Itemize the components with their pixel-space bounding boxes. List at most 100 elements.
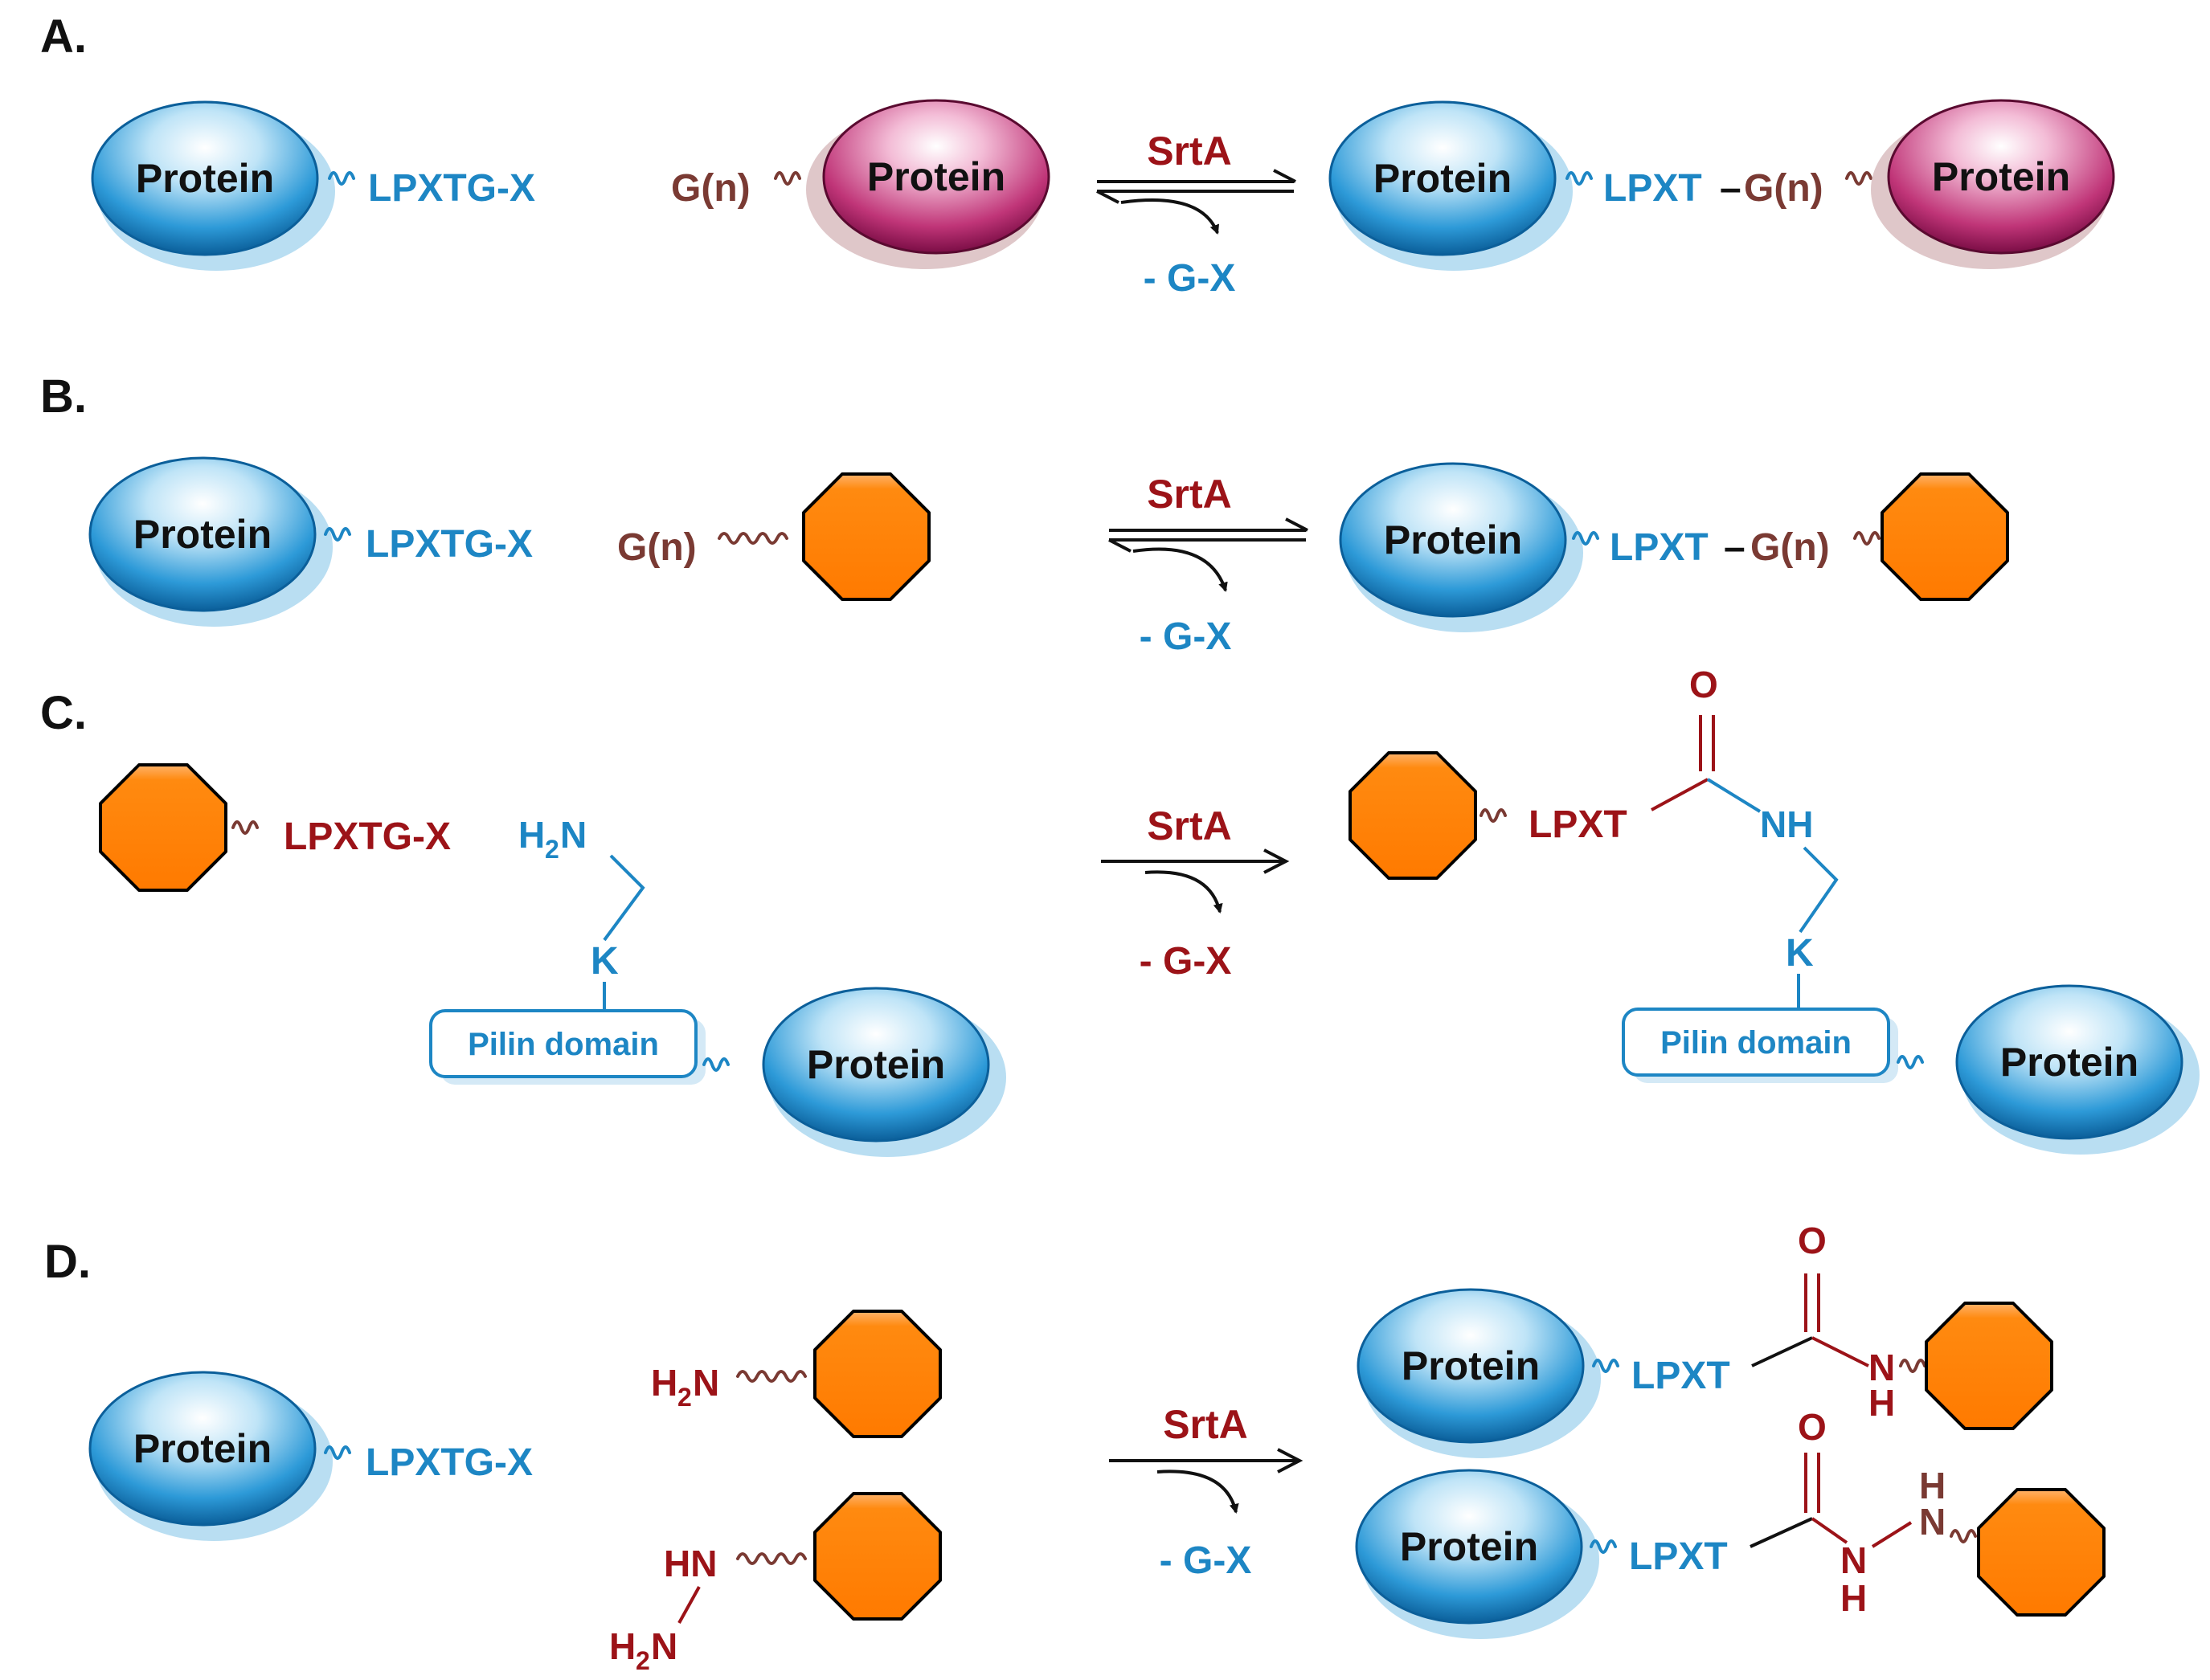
protein-label: Protein — [1373, 156, 1512, 201]
pilin-domain-label: Pilin domain — [1660, 1025, 1852, 1061]
panel-a-reactant-protein: Protein — [91, 100, 337, 272]
lysine-bond — [1799, 846, 1839, 934]
panel-a-product-protein: Protein — [1328, 100, 1574, 272]
magenta-protein: Protein — [804, 99, 1050, 271]
hn-label: HN — [664, 1543, 717, 1584]
linker-wiggle — [1845, 171, 1872, 186]
hydrazine-bond — [677, 1586, 701, 1624]
gn-label: G(n) — [617, 526, 697, 569]
lysine-k-label: K — [591, 940, 619, 983]
h2n-amine: H 2 N — [609, 1625, 677, 1675]
orange-octagon-icon — [1925, 1302, 2053, 1430]
dash-label: – — [1720, 167, 1741, 210]
amide-bond — [1706, 778, 1762, 813]
lpxt-label: LPXT — [1631, 1355, 1730, 1397]
protein-label: Protein — [133, 1426, 272, 1471]
carbonyl-bond — [1804, 1453, 1820, 1513]
panel-d-product-hydrazide-protein: Protein — [1355, 1469, 1601, 1641]
protein-label: Protein — [807, 1042, 945, 1087]
protein-label: Protein — [1384, 517, 1522, 562]
protein-label: Protein — [1400, 1524, 1538, 1569]
lysine-k-label: K — [1786, 932, 1814, 975]
subscript-2: 2 — [677, 1383, 692, 1412]
panel-label-a: A. — [40, 10, 87, 63]
amide-bond — [1651, 778, 1709, 811]
gn-label: G(n) — [1744, 167, 1823, 210]
magenta-protein: Protein — [1869, 99, 2115, 271]
hydrazide-bond — [1871, 1521, 1913, 1548]
h-label: H — [518, 814, 545, 856]
lpxt-label: LPXT — [1610, 526, 1709, 569]
minus-gx-label: - G-X — [1140, 615, 1232, 658]
linker-wiggle — [1479, 808, 1507, 823]
oxygen-label: O — [1798, 1406, 1827, 1448]
protein-label: Protein — [133, 512, 272, 557]
panel-d-product-amide-protein: Protein — [1357, 1288, 1602, 1460]
linker-wiggle — [774, 171, 801, 186]
linker-wiggle — [1950, 1529, 1977, 1543]
linker-wiggle — [1853, 531, 1881, 546]
srta-label: SrtA — [1163, 1402, 1248, 1447]
protein-label: Protein — [136, 156, 274, 201]
pilin-domain-label: Pilin domain — [468, 1027, 659, 1062]
n-label: N — [1840, 1539, 1867, 1581]
lpxtg-x-label: LPXTG-X — [368, 167, 535, 210]
protein-label: Protein — [867, 154, 1005, 199]
amide-bond — [1811, 1517, 1848, 1544]
protein-label: Protein — [1932, 154, 2070, 199]
protein-label: Protein — [1402, 1343, 1540, 1388]
reaction-arrow — [1109, 1448, 1303, 1514]
panel-b-reactant-protein: Protein — [88, 456, 334, 628]
equilibrium-arrow — [1108, 517, 1308, 592]
reaction-arrow — [1101, 848, 1290, 914]
panel-label-c: C. — [40, 687, 87, 739]
panel-c-reactant-protein: Protein — [762, 987, 1008, 1159]
h-label: H — [1840, 1577, 1867, 1619]
linker-wiggle — [736, 1370, 807, 1383]
n-label: N — [693, 1362, 719, 1404]
amide-bond — [1751, 1336, 1813, 1367]
pilin-domain-box: Pilin domain — [1622, 1008, 1898, 1083]
amide-bond — [1750, 1517, 1813, 1548]
h2n-amine: H 2 N — [651, 1362, 719, 1412]
amide-bond — [1811, 1336, 1869, 1367]
carbonyl-bond — [1699, 715, 1715, 771]
lysine-bond — [603, 854, 645, 942]
n-label: N — [1919, 1501, 1946, 1543]
panel-label-b: B. — [40, 370, 87, 423]
subscript-2: 2 — [636, 1646, 650, 1675]
linker-wiggle — [231, 820, 259, 835]
n-label: N — [560, 814, 587, 856]
minus-gx-label: - G-X — [1140, 940, 1232, 983]
orange-octagon-icon — [99, 763, 227, 892]
dash-label: – — [1724, 526, 1745, 569]
pilin-domain-box: Pilin domain — [429, 1009, 706, 1085]
h-label: H — [1868, 1382, 1895, 1424]
lpxtg-x-label: LPXTG-X — [366, 1441, 533, 1484]
carbonyl-bond — [1804, 1273, 1820, 1332]
lpxtg-x-label: LPXTG-X — [284, 815, 451, 858]
h2n-amine: H 2 N — [518, 814, 587, 864]
lpxtg-x-label: LPXTG-X — [366, 523, 533, 566]
orange-octagon-icon — [802, 472, 931, 601]
n-label: N — [651, 1625, 677, 1667]
lpxt-label: LPXT — [1603, 167, 1702, 210]
panel-b-product-protein: Protein — [1339, 462, 1585, 634]
lpxt-label: LPXT — [1629, 1535, 1728, 1578]
h-label: H — [651, 1362, 677, 1404]
oxygen-label: O — [1689, 664, 1718, 705]
orange-octagon-icon — [1977, 1488, 2106, 1617]
oxygen-label: O — [1798, 1220, 1827, 1261]
linker-wiggle — [1897, 1055, 1924, 1069]
srta-label: SrtA — [1147, 472, 1232, 517]
gn-label: G(n) — [671, 167, 751, 210]
equilibrium-arrow — [1096, 169, 1296, 235]
minus-gx-label: - G-X — [1160, 1539, 1252, 1582]
orange-octagon-icon — [1881, 472, 2009, 601]
linker-wiggle — [718, 532, 788, 545]
orange-octagon-icon — [813, 1492, 942, 1621]
panel-c-product-protein: Protein — [1955, 984, 2201, 1156]
protein-label: Protein — [2000, 1040, 2138, 1085]
srta-label: SrtA — [1147, 803, 1232, 848]
